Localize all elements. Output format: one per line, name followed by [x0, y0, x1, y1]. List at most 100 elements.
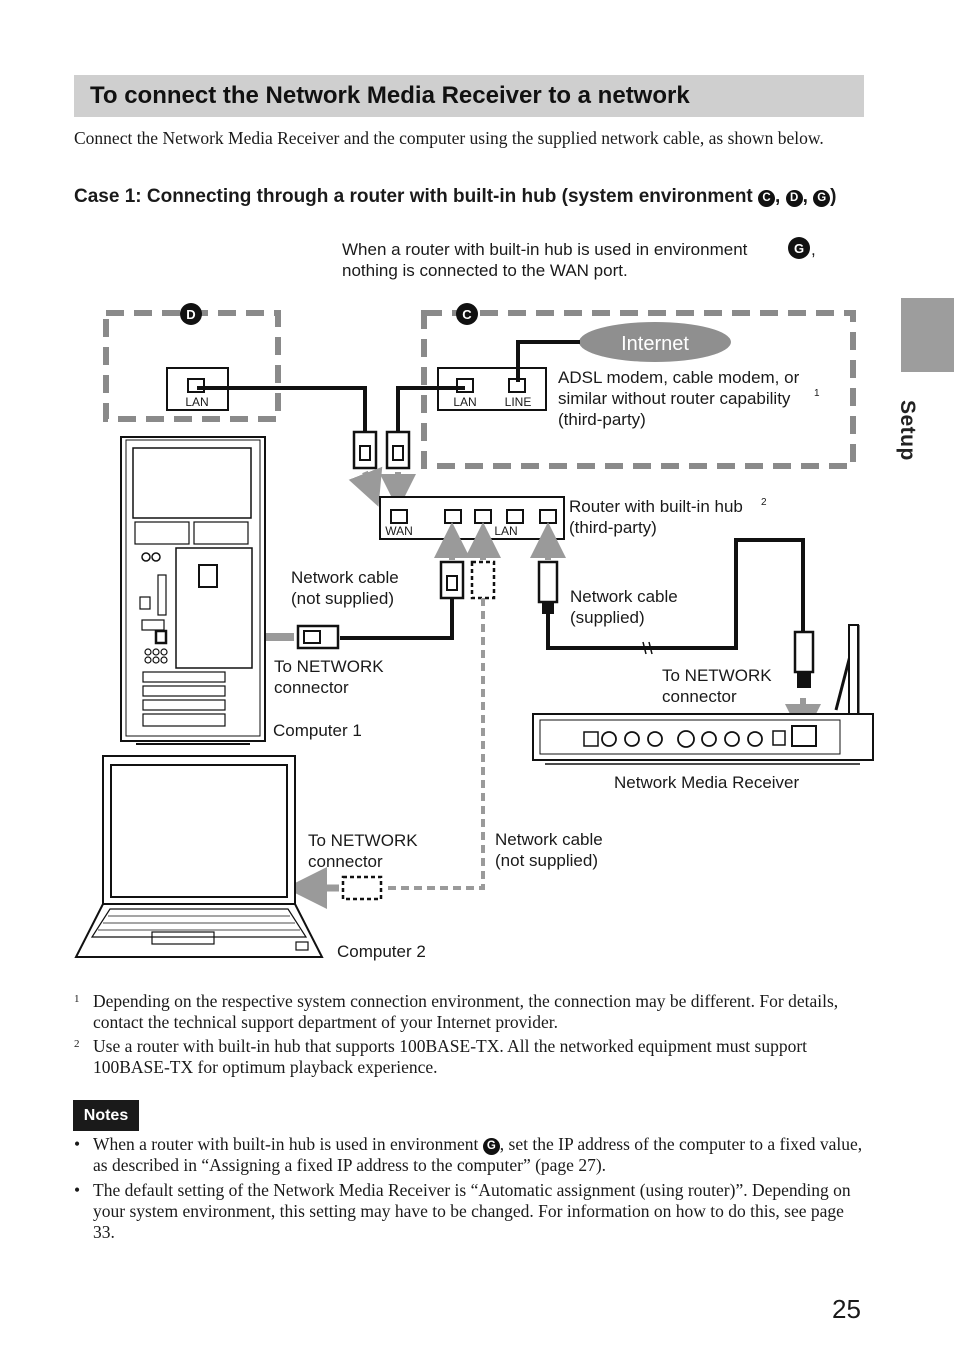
receiver-label: Network Media Receiver — [614, 773, 800, 792]
side-tab — [901, 298, 954, 372]
computer2-label: Computer 2 — [337, 942, 426, 961]
note-2-text: The default setting of the Network Media… — [93, 1180, 851, 1242]
case1-sep2: , — [802, 186, 814, 207]
env-g-badge: G — [813, 190, 831, 207]
router-lan-jack-4 — [539, 509, 557, 524]
computer-lan-jack — [187, 378, 205, 393]
plug-c — [439, 560, 465, 600]
modem-label-line2: similar without router capability — [558, 389, 791, 408]
footnote-2-text: Use a router with built-in hub that supp… — [93, 1036, 808, 1077]
modem-label-line3: (third-party) — [558, 410, 646, 429]
env-c-diagram-badge: C — [462, 307, 472, 322]
plug-a-inner — [359, 445, 371, 461]
router-lan-port-label: LAN — [494, 524, 517, 538]
internet-oval — [579, 322, 731, 362]
router-label-line1: Router with built-in hub — [569, 497, 743, 516]
to-network-receiver-line1: To NETWORK — [662, 666, 772, 685]
network-connection-diagram: When a router with built-in hub is used … — [74, 237, 874, 961]
note-item-1: • When a router with built-in hub is use… — [74, 1134, 864, 1176]
modem-label-sup: 1 — [814, 388, 820, 399]
router-note-line2: nothing is connected to the WAN port. — [342, 261, 628, 280]
router-wan-port-label: WAN — [385, 524, 413, 538]
router-lan-jack-2 — [474, 509, 492, 524]
router-note-comma: , — [811, 240, 816, 259]
env-d-badge-circle — [180, 303, 202, 325]
note-1-pre: When a router with built-in hub is used … — [93, 1134, 483, 1154]
modem-lan-cable — [396, 386, 465, 432]
computer1-cable — [340, 598, 454, 640]
router-lan-jack-1 — [444, 509, 462, 524]
cable-supplied-line2: (supplied) — [570, 608, 645, 627]
to-network-receiver-line2: connector — [662, 687, 737, 706]
case1-sep1: , — [775, 186, 786, 207]
note-bullet: • — [74, 1180, 81, 1200]
receiver-plug — [793, 630, 815, 674]
computer2-cable-dashed — [384, 598, 485, 890]
cable-not-supplied-2-line2: (not supplied) — [495, 851, 598, 870]
router-note-line1: When a router with built-in hub is used … — [342, 240, 748, 259]
page-number: 25 — [832, 1294, 861, 1324]
note-1-env-badge: G — [482, 1138, 500, 1155]
env-c-box — [421, 310, 856, 469]
modem-label-line1: ADSL modem, cable modem, or — [558, 368, 800, 387]
receiver-cable — [546, 538, 805, 650]
cable-break-mark — [642, 641, 653, 655]
footnote-1-text: Depending on the respective system conne… — [93, 991, 839, 1032]
plug-d-dashed — [470, 560, 496, 600]
computer1-tower — [120, 436, 266, 745]
note-bullet: • — [74, 1134, 81, 1154]
computer1-label: Computer 1 — [273, 721, 362, 740]
computer-lan-port-label: LAN — [185, 395, 208, 409]
arrow-into-router-wan — [348, 466, 383, 507]
notes-badge: Notes — [73, 1100, 139, 1131]
computer-lan-cable — [197, 386, 367, 432]
intro-paragraph: Connect the Network Media Receiver and t… — [74, 128, 824, 148]
computer2-laptop — [74, 755, 324, 958]
cable-supplied-line1: Network cable — [570, 587, 678, 606]
internet-label: Internet — [621, 333, 689, 355]
plug-c-inner — [446, 575, 458, 591]
internet-line-cable — [516, 340, 580, 382]
computer2-plug-dashed — [341, 875, 383, 901]
to-network-1-line2: connector — [274, 678, 349, 697]
note-item-2: • The default setting of the Network Med… — [74, 1180, 864, 1243]
env-c-badge-circle — [456, 303, 478, 325]
router-note-badge-circle — [788, 237, 810, 259]
plug-e-boot — [542, 602, 554, 614]
cable-not-supplied-1-line2: (not supplied) — [291, 589, 394, 608]
env-d-badge: D — [785, 190, 803, 207]
network-media-receiver — [532, 624, 874, 765]
modem-box — [437, 367, 547, 411]
modem-lan-port-label: LAN — [453, 395, 476, 409]
case1-suffix: ) — [830, 186, 837, 207]
receiver-plug-boot — [797, 672, 811, 688]
env-c-badge: C — [758, 190, 776, 207]
router-label-line2: (third-party) — [569, 518, 657, 537]
section-heading-bar: To connect the Network Media Receiver to… — [74, 75, 864, 117]
case1-heading-text: Case 1: Connecting through a router with… — [74, 186, 759, 207]
to-network-2-line2: connector — [308, 852, 383, 871]
plug-a — [352, 430, 378, 470]
note-1-post: , set the IP address of the computer to … — [93, 1134, 863, 1175]
router-lan-jack-3 — [506, 509, 524, 524]
router-wan-jack — [390, 509, 408, 524]
footnote-2-mark: 2 — [74, 1038, 80, 1050]
footnote-1-mark: 1 — [74, 993, 80, 1005]
cable-not-supplied-1-line1: Network cable — [291, 568, 399, 587]
to-network-2-line1: To NETWORK — [308, 831, 418, 850]
plug-e — [537, 560, 559, 604]
env-d-diagram-badge: D — [186, 307, 195, 322]
plug-b-inner — [392, 445, 404, 461]
router-label-sup: 2 — [761, 497, 767, 508]
cable-not-supplied-2-line1: Network cable — [495, 830, 603, 849]
footnote-1: 1 Depending on the respective system con… — [74, 991, 864, 1033]
to-network-1-line1: To NETWORK — [274, 657, 384, 676]
notes-list: • When a router with built-in hub is use… — [74, 1134, 864, 1247]
section-heading: To connect the Network Media Receiver to… — [90, 82, 690, 109]
footnote-2: 2 Use a router with built-in hub that su… — [74, 1036, 864, 1078]
computer1-plug-inner — [303, 630, 321, 644]
modem-line-port-label: LINE — [505, 395, 532, 409]
modem-lan-jack — [456, 378, 474, 393]
side-tab-label: Setup — [896, 400, 919, 461]
router-note-badge: G — [794, 241, 804, 256]
